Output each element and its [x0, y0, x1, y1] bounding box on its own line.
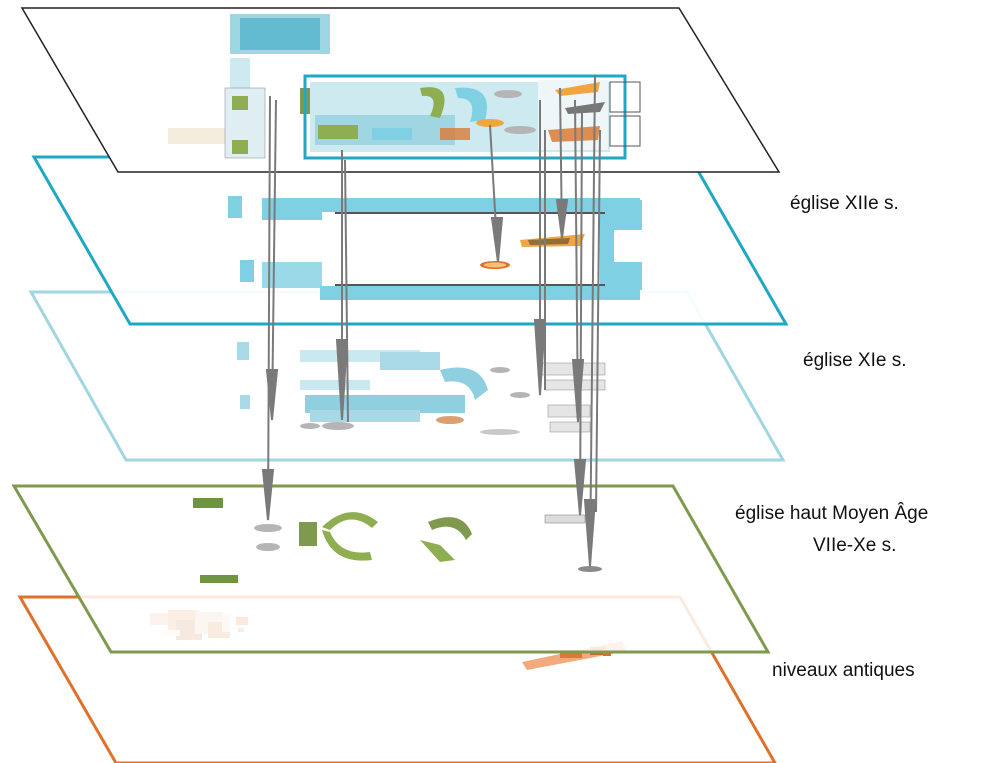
layer-haut-moyen-age — [11, 484, 771, 654]
layer-plane-haut-moyen-age — [11, 484, 771, 654]
label-eglise-xie: église XIe s. — [803, 350, 907, 371]
connector-arrowhead — [335, 339, 349, 421]
label-eglise-xiie: église XIIe s. — [790, 193, 899, 214]
connector-arrowhead — [261, 469, 275, 521]
layer-plan-actuel — [20, 7, 781, 173]
hma-remains — [193, 498, 602, 583]
connector-arrowhead — [490, 217, 504, 263]
connector-arrowhead — [555, 199, 569, 239]
connector-arrowhead — [573, 459, 587, 516]
xie-remains — [237, 342, 606, 435]
label-haut-moyen-age: église haut Moyen Âge — [735, 503, 929, 524]
label-haut-moyen-age-dates: VIIe-Xe s. — [813, 535, 897, 556]
correspondence-connectors — [261, 74, 601, 567]
label-niveaux-antiques: niveaux antiques — [772, 660, 915, 681]
connector-line — [344, 159, 349, 423]
connector-line — [271, 99, 277, 419]
layer-eglise-xiie — [31, 155, 789, 326]
layer-eglise-xie — [28, 290, 786, 462]
connector-line — [579, 109, 583, 516]
connector-arrowhead — [265, 369, 279, 421]
connector-line — [589, 74, 596, 567]
connector-arrowhead — [583, 499, 597, 567]
connector-line — [267, 95, 271, 521]
connector-line — [595, 129, 601, 513]
connector-arrowhead — [533, 319, 547, 396]
